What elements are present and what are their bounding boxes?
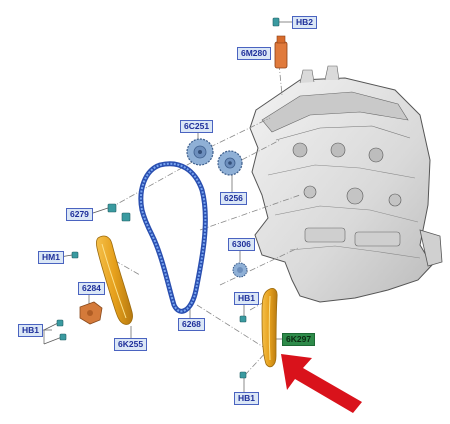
solenoid-6m280 — [274, 35, 288, 69]
label-hm1: HM1 — [38, 251, 64, 264]
camshaft-gear-6c251 — [186, 138, 214, 166]
chain-guide-left — [95, 235, 133, 325]
label-6284: 6284 — [78, 282, 105, 295]
red-arrow-icon — [281, 354, 362, 413]
camshaft-gear-6256 — [217, 150, 243, 176]
label-6m280: 6M280 — [237, 47, 271, 60]
leader-lines — [104, 52, 301, 376]
label-6268: 6268 — [178, 318, 205, 331]
timing-chain — [138, 161, 208, 314]
label-6k255: 6K255 — [114, 338, 148, 351]
label-hb1-right-bottom: HB1 — [234, 392, 260, 405]
tensioner-6284 — [79, 301, 103, 325]
chain-guide-right — [261, 288, 278, 368]
label-6306: 6306 — [228, 238, 255, 251]
label-6279: 6279 — [66, 208, 93, 221]
label-hb1-left: HB1 — [18, 324, 44, 337]
engine-block — [249, 65, 443, 303]
bolt-icons — [56, 17, 280, 379]
label-6c251: 6C251 — [180, 120, 214, 133]
label-leaders — [40, 21, 292, 392]
crankshaft-sprocket-6306 — [232, 262, 248, 278]
label-hb2: HB2 — [292, 16, 318, 29]
label-6k297: 6K297 — [282, 333, 316, 346]
label-hb1-right-top: HB1 — [234, 292, 260, 305]
label-6256: 6256 — [220, 192, 247, 205]
